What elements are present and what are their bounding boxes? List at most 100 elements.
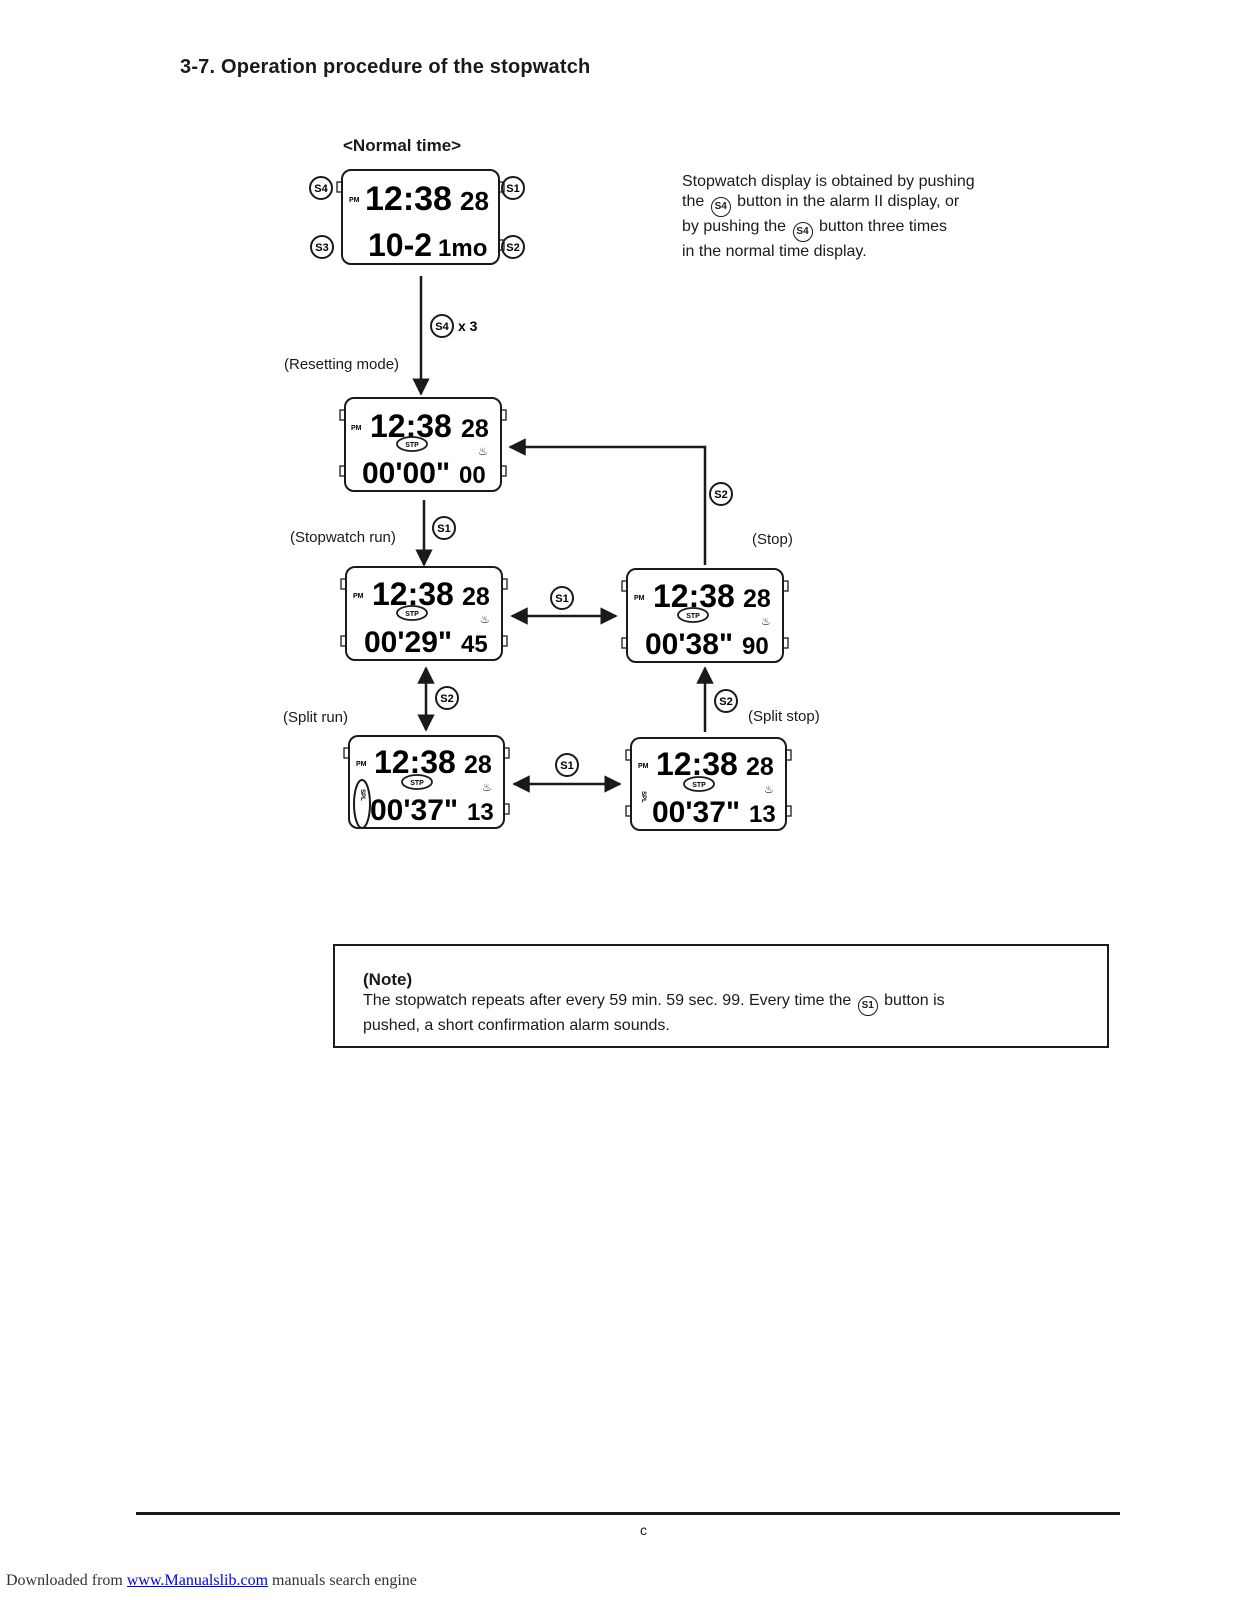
stp-badge: STP xyxy=(410,780,424,787)
s1-label: S1 xyxy=(437,523,450,535)
pm-indicator: PM xyxy=(638,763,649,770)
split-stop-display: PM 12:38 28 STP ♨ SPL 00'37" 13 xyxy=(625,737,792,831)
stopwatch-value: 00'00" xyxy=(362,457,450,490)
desc-line-2: the S4 button in the alarm II display, o… xyxy=(682,192,1042,217)
bell-icon: ♨ xyxy=(764,784,774,796)
s1-button-icon: S1 xyxy=(501,176,525,200)
note-box: (Note) The stopwatch repeats after every… xyxy=(333,944,1109,1048)
stop-label: (Stop) xyxy=(752,531,793,548)
stopwatch-hundredths: 13 xyxy=(467,799,494,826)
s4-label: S4 xyxy=(435,321,449,333)
s4-button-icon: S4 xyxy=(710,197,731,217)
split-run-display: PM 12:38 28 STP ♨ SPL 00'37" 13 xyxy=(343,735,510,829)
time-seconds: 28 xyxy=(461,415,489,443)
s4-button-icon: S4 xyxy=(309,176,333,200)
s2-label: S2 xyxy=(440,693,453,705)
footer-divider xyxy=(136,1512,1120,1515)
time-seconds: 28 xyxy=(746,753,774,781)
s1-label: S1 xyxy=(506,183,519,195)
section-title: 3-7. Operation procedure of the stopwatc… xyxy=(180,56,591,78)
stopwatch-hundredths: 00 xyxy=(459,462,486,489)
manualslib-link[interactable]: www.Manualslib.com xyxy=(126,1572,269,1589)
download-footer: Downloaded from www.Manualslib.com manua… xyxy=(6,1572,417,1590)
resetting-mode-label: (Resetting mode) xyxy=(284,356,400,373)
s4-button-icon: S4 xyxy=(430,314,454,338)
reset-display: PM 12:38 28 STP ♨ 00'00" 00 xyxy=(339,397,507,492)
s2-button-icon: S2 xyxy=(435,686,459,710)
pm-indicator: PM xyxy=(351,425,362,432)
stopwatch-description: Stopwatch display is obtained by pushing… xyxy=(682,172,1042,262)
time-seconds: 28 xyxy=(460,186,489,216)
date-value: 10-2 xyxy=(368,227,432,263)
stopwatch-run-label: (Stopwatch run) xyxy=(290,529,396,546)
note-line-2: pushed, a short confirmation alarm sound… xyxy=(363,1017,670,1034)
split-indicator: SPL xyxy=(640,791,646,803)
split-highlight-outline xyxy=(353,779,371,829)
desc-text: by pushing the xyxy=(682,218,787,235)
desc-line-1: Stopwatch display is obtained by pushing xyxy=(682,173,975,190)
note-title: (Note) xyxy=(363,970,413,989)
stopwatch-value: 00'29" xyxy=(364,626,452,659)
time-seconds: 28 xyxy=(464,751,492,779)
stopwatch-hundredths: 13 xyxy=(749,801,776,828)
s1-label: S1 xyxy=(560,760,573,772)
s2-button-icon: S2 xyxy=(501,235,525,259)
normal-time-display: PM 12:38 28 10-2 1mo xyxy=(336,169,505,265)
s2-label: S2 xyxy=(719,696,732,708)
pm-indicator: PM xyxy=(634,595,645,602)
pm-indicator: PM xyxy=(356,761,367,768)
stopwatch-hundredths: 45 xyxy=(461,631,488,658)
desc-line-3: by pushing the S4 button three times xyxy=(682,217,1042,242)
stopwatch-value: 00'37" xyxy=(370,794,458,827)
stp-badge-outline xyxy=(683,776,715,792)
stopwatch-value: 00'37" xyxy=(652,796,740,829)
s1-button-icon: S1 xyxy=(432,516,456,540)
note-line-1: The stopwatch repeats after every 59 min… xyxy=(363,991,1083,1016)
s1-button-icon: S1 xyxy=(857,996,878,1016)
s2-label: S2 xyxy=(506,242,519,254)
times-three-label: x 3 xyxy=(458,318,478,334)
stp-badge-outline xyxy=(401,774,433,790)
note-text: The stopwatch repeats after every 59 min… xyxy=(363,991,1083,1036)
s3-label: S3 xyxy=(315,242,328,254)
run-display: PM 12:38 28 STP ♨ 00'29" 45 xyxy=(340,566,508,661)
split-indicator: SPL xyxy=(359,789,365,801)
footer-suffix: manuals search engine xyxy=(268,1572,417,1589)
s4-button-icon: S4 xyxy=(792,222,813,242)
desc-line-4: in the normal time display. xyxy=(682,243,867,260)
normal-time-label: <Normal time> xyxy=(343,136,462,155)
split-run-label: (Split run) xyxy=(283,709,349,726)
bell-icon: ♨ xyxy=(478,446,488,458)
bell-icon: ♨ xyxy=(480,614,490,626)
time-seconds: 28 xyxy=(462,583,490,611)
stp-badge: STP xyxy=(405,442,419,449)
time-seconds: 28 xyxy=(743,585,771,613)
s2-label: S2 xyxy=(714,489,727,501)
stp-badge: STP xyxy=(405,611,419,618)
time-hours-minutes: 12:38 xyxy=(374,744,456,780)
note-text-part: The stopwatch repeats after every 59 min… xyxy=(363,992,852,1009)
desc-text: the xyxy=(682,193,705,210)
day-value: 1mo xyxy=(438,235,487,262)
s2-button-icon: S2 xyxy=(714,689,738,713)
time-hours-minutes: 12:38 xyxy=(656,746,738,782)
stp-badge-outline xyxy=(396,436,428,452)
desc-text: button in the alarm II display, or xyxy=(737,193,960,210)
time-hours-minutes: 12:38 xyxy=(365,180,452,218)
s1-button-icon: S1 xyxy=(550,586,574,610)
stopwatch-hundredths: 90 xyxy=(742,633,769,660)
pm-indicator: PM xyxy=(353,593,364,600)
s3-button-icon: S3 xyxy=(310,235,334,259)
stp-badge: STP xyxy=(686,613,700,620)
bell-icon: ♨ xyxy=(761,616,771,628)
pm-indicator: PM xyxy=(349,197,360,204)
bell-icon: ♨ xyxy=(482,782,492,794)
split-stop-label: (Split stop) xyxy=(748,708,820,725)
s1-button-icon: S1 xyxy=(555,753,579,777)
s4-label: S4 xyxy=(314,183,328,195)
stp-badge-outline xyxy=(396,605,428,621)
note-text-part: button is xyxy=(884,992,945,1009)
s1-label: S1 xyxy=(555,593,568,605)
page-mark: c xyxy=(640,1522,647,1538)
